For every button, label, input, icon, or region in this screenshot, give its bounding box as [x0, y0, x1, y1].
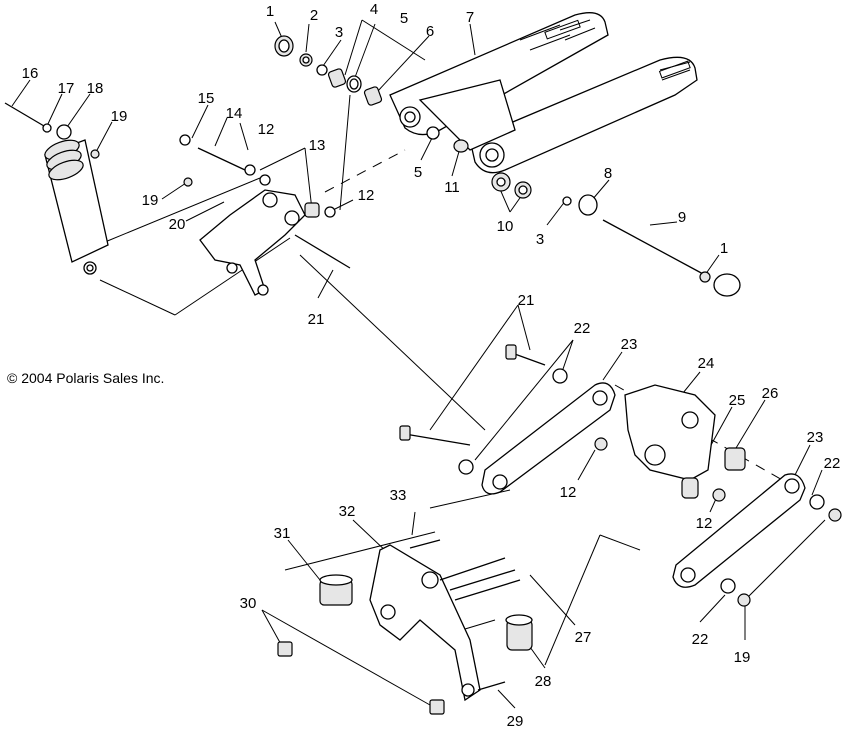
- callout-20: 20: [169, 216, 186, 233]
- callout-27: 27: [575, 629, 592, 646]
- callout-5: 5: [400, 10, 408, 27]
- callout-22: 22: [574, 320, 591, 337]
- callout-1: 1: [720, 240, 728, 257]
- callout-19: 19: [111, 108, 128, 125]
- callout-25: 25: [729, 392, 746, 409]
- callout-10: 10: [497, 218, 514, 235]
- callout-6: 6: [426, 23, 434, 40]
- left-bracket-assembly: [179, 134, 351, 296]
- callout-26: 26: [762, 385, 779, 402]
- callout-13: 13: [309, 137, 326, 154]
- callout-2: 2: [310, 7, 318, 24]
- callout-15: 15: [198, 90, 215, 107]
- callout-21: 21: [518, 292, 535, 309]
- callout-8: 8: [604, 165, 612, 182]
- callout-12: 12: [560, 484, 577, 501]
- top-hardware: [274, 35, 469, 153]
- callout-23: 23: [807, 429, 824, 446]
- callout-5: 5: [414, 164, 422, 181]
- callout-28: 28: [535, 673, 552, 690]
- callout-4: 4: [370, 1, 378, 18]
- callout-29: 29: [507, 713, 524, 729]
- callout-3: 3: [536, 231, 544, 248]
- swing-arm: [389, 12, 698, 174]
- callout-18: 18: [87, 80, 104, 97]
- callout-21: 21: [308, 311, 325, 328]
- callout-22: 22: [692, 631, 709, 648]
- copyright-notice: © 2004 Polaris Sales Inc.: [7, 370, 164, 386]
- callout-labels: 1 2 3 4 5 6 7 16 17 18 19 15 14 12 13 19…: [22, 1, 841, 729]
- callout-31: 31: [274, 525, 291, 542]
- callout-30: 30: [240, 595, 257, 612]
- shock-absorber: [4, 102, 193, 275]
- callout-22: 22: [824, 455, 841, 472]
- callout-1: 1: [266, 3, 274, 20]
- callout-7: 7: [466, 9, 474, 26]
- callout-3: 3: [335, 24, 343, 41]
- callout-33: 33: [390, 487, 407, 504]
- callout-32: 32: [339, 503, 356, 520]
- callout-19: 19: [734, 649, 751, 666]
- callout-9: 9: [678, 209, 686, 226]
- lower-front-assembly: [277, 539, 533, 715]
- callout-12: 12: [258, 121, 275, 138]
- callout-19: 19: [142, 192, 159, 209]
- callout-17: 17: [58, 80, 75, 97]
- callout-11: 11: [444, 179, 460, 196]
- center-link-assembly: [399, 344, 842, 607]
- callout-23: 23: [621, 336, 638, 353]
- callout-12: 12: [696, 515, 713, 532]
- callout-16: 16: [22, 65, 39, 82]
- callout-24: 24: [698, 355, 715, 372]
- axle-hardware: [491, 172, 741, 297]
- callout-14: 14: [226, 105, 243, 122]
- leader-lines: [11, 19, 826, 709]
- callout-12: 12: [358, 187, 375, 204]
